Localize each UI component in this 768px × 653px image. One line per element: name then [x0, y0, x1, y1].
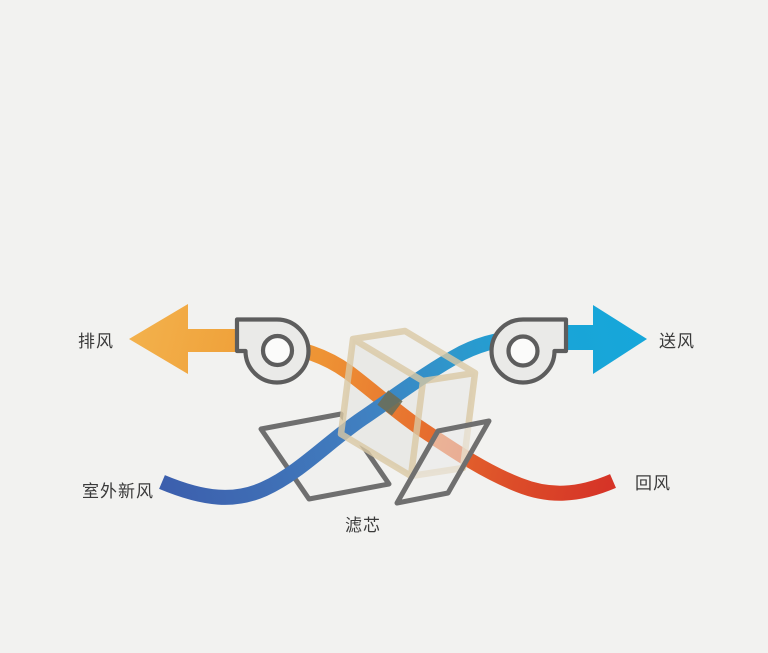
- exhaust-fan-inlet: [260, 333, 295, 368]
- fresh-air-label: 室外新风: [82, 482, 154, 501]
- supply-fan-inlet: [506, 334, 540, 368]
- supply-arrowhead: [593, 305, 647, 374]
- exhaust-label: 排风: [78, 332, 114, 351]
- exhaust-arrowhead: [129, 304, 188, 374]
- return-air-label: 回风: [635, 474, 671, 493]
- fresh-air-curve: [159, 328, 575, 505]
- filter-plate-right: [394, 418, 492, 506]
- supply-label: 送风: [659, 332, 695, 351]
- supply-fan-icon: [489, 317, 569, 385]
- exhaust-fan-icon: [234, 317, 311, 385]
- filter-label: 滤芯: [345, 516, 381, 535]
- fresh-to-supply-stream: [159, 305, 647, 505]
- stream-crossing-blend: [377, 390, 403, 416]
